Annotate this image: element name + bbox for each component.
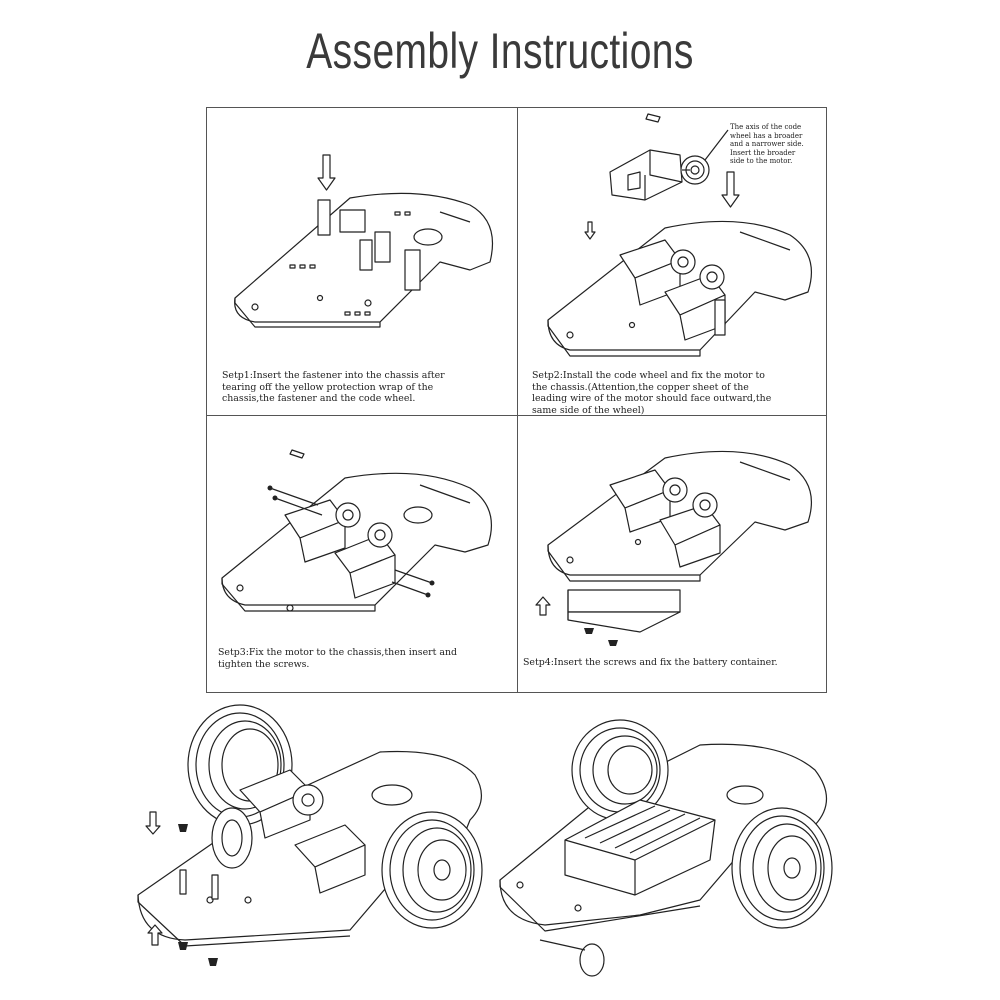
right-car-caster — [539, 939, 605, 977]
right-car-wheel-back — [571, 719, 669, 821]
step3-caption: Setp3:Fix the motor to the chassis,then … — [218, 647, 458, 670]
step4-screws — [584, 628, 618, 646]
step4-motors — [609, 469, 721, 568]
step1-caption: Setp1:Insert the fastener into the chass… — [222, 370, 445, 404]
step4-up-arrow — [535, 596, 551, 616]
left-car-caster — [211, 807, 253, 869]
step1-fasteners — [317, 199, 421, 291]
step4-battery-box — [567, 589, 681, 633]
step2-motors — [619, 239, 726, 341]
step2-down-arrow — [721, 171, 740, 208]
left-car-arrows — [145, 811, 218, 966]
step3-chassis — [221, 472, 492, 612]
step2-small-arrow — [584, 221, 596, 240]
left-car-motors — [239, 769, 366, 894]
right-car-wheel-front — [731, 807, 833, 929]
step2-motor-exploded — [609, 113, 729, 201]
left-car-pillars — [179, 869, 219, 900]
right-car-battery-holder — [564, 799, 716, 896]
grid-divider-horizontal — [207, 415, 826, 416]
left-car-wheel-front — [381, 811, 483, 929]
page-title: Assembly Instructions — [306, 23, 694, 79]
steps-grid — [206, 107, 827, 693]
step1-down-arrow — [317, 154, 336, 191]
step4-caption: Setp4:Insert the screws and fix the batt… — [523, 657, 778, 668]
step3-screws — [267, 449, 435, 598]
step2-caption: Setp2:Install the code wheel and fix the… — [532, 370, 772, 416]
grid-divider-vertical — [517, 108, 518, 692]
code-wheel-note: The axis of the code wheel has a broader… — [730, 123, 804, 165]
step3-motors — [284, 499, 396, 599]
